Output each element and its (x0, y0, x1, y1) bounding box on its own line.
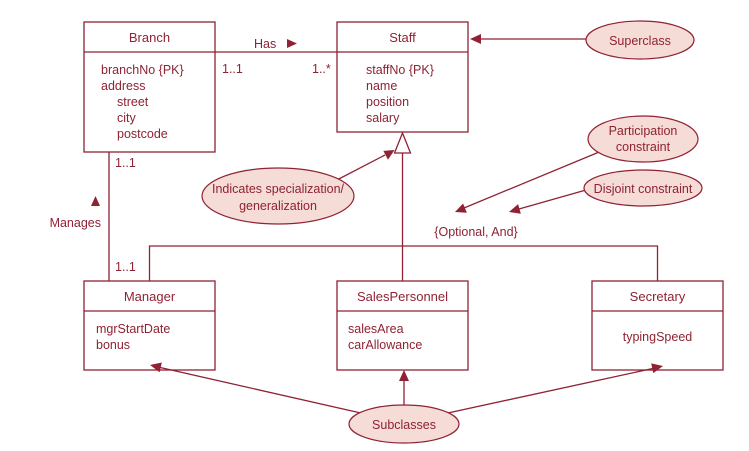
callout-specialization: Indicates specialization/ generalization (201, 167, 355, 225)
class-manager-name: Manager (124, 289, 176, 304)
callout-specialization-text: Indicates specialization/ (212, 182, 345, 196)
subclasses-arrow-line-manager (157, 366, 375, 417)
class-salespersonnel-box (336, 280, 469, 371)
class-manager-box (83, 280, 216, 371)
callout-participation-text: Participation (609, 124, 678, 138)
class-secretary: Secretary typingSpeed (591, 280, 724, 371)
generalization-triangle-icon (393, 131, 412, 154)
callout-specialization-ellipse (201, 167, 355, 225)
class-secretary-name: Secretary (630, 289, 686, 304)
callout-disjoint-text: Disjoint constraint (594, 182, 693, 196)
class-branch-attr: address (101, 79, 145, 93)
class-salespersonnel-attr: salesArea (348, 322, 404, 336)
specialization-arrow-line (332, 154, 386, 183)
multiplicity-manager-manages: 1..1 (115, 260, 136, 274)
class-branch-attr: city (117, 111, 137, 125)
disjoint-arrow-line (518, 189, 587, 210)
callout-subclasses-ellipse (348, 404, 460, 444)
class-secretary-box (591, 280, 724, 371)
class-staff-attr: staffNo {PK} (366, 63, 434, 77)
class-branch-attr: street (117, 95, 149, 109)
class-salespersonnel-attr: carAllowance (348, 338, 422, 352)
multiplicity-branch-manages: 1..1 (115, 156, 136, 170)
class-secretary-attr: typingSpeed (623, 330, 693, 344)
callout-superclass: Superclass (585, 20, 695, 60)
callout-arrows (150, 34, 663, 417)
direction-arrow-icon (287, 39, 297, 48)
arrow-head-icon (383, 150, 395, 160)
class-salespersonnel-name: SalesPersonnel (357, 289, 448, 304)
callout-disjoint-ellipse (583, 169, 703, 207)
generalization: {Optional, And} (148, 131, 659, 281)
class-staff-attr: salary (366, 111, 400, 125)
class-manager-attr: mgrStartDate (96, 322, 170, 336)
arrow-head-icon (509, 204, 521, 214)
class-staff-attr: position (366, 95, 409, 109)
association-manages-label: Manages (50, 216, 101, 230)
callout-specialization-text: generalization (239, 199, 317, 213)
association-has-label: Has (254, 37, 276, 51)
arrow-head-icon (399, 370, 409, 381)
callout-disjoint: Disjoint constraint (583, 169, 703, 207)
class-branch: Branch branchNo {PK} address street city… (83, 21, 216, 153)
class-staff-box (336, 21, 469, 133)
class-staff: Staff staffNo {PK} name position salary (336, 21, 469, 133)
callout-participation: Participation constraint (587, 115, 699, 163)
class-staff-attr: name (366, 79, 397, 93)
class-branch-box (83, 21, 216, 153)
class-salespersonnel: SalesPersonnel salesArea carAllowance (336, 280, 469, 371)
arrow-head-icon (651, 363, 663, 374)
subclasses-arrow-line-secretary (433, 367, 656, 417)
class-staff-name: Staff (389, 30, 416, 45)
class-branch-attr: branchNo {PK} (101, 63, 184, 77)
callout-participation-text: constraint (616, 140, 671, 154)
direction-arrow-icon (91, 196, 100, 206)
class-manager-attr: bonus (96, 338, 130, 352)
callout-participation-ellipse (587, 115, 699, 163)
class-manager: Manager mgrStartDate bonus (83, 280, 216, 371)
multiplicity-staff-has: 1..* (312, 62, 331, 76)
callout-superclass-ellipse (585, 20, 695, 60)
callout-superclass-text: Superclass (609, 34, 671, 48)
arrow-head-icon (455, 203, 467, 213)
multiplicity-branch-has: 1..1 (222, 62, 243, 76)
arrow-head-icon (150, 362, 162, 373)
callout-subclasses-text: Subclasses (372, 418, 436, 432)
callout-subclasses: Subclasses (348, 404, 460, 444)
arrow-head-icon (470, 34, 481, 44)
constraint-label: {Optional, And} (434, 225, 517, 239)
class-branch-attr: postcode (117, 127, 168, 141)
generalization-branch-line (148, 245, 659, 281)
association-manages: 1..1 1..1 Manages (50, 152, 136, 281)
association-has: Has 1..1 1..* (215, 37, 337, 76)
participation-arrow-line (463, 149, 605, 209)
class-branch-name: Branch (129, 30, 170, 45)
